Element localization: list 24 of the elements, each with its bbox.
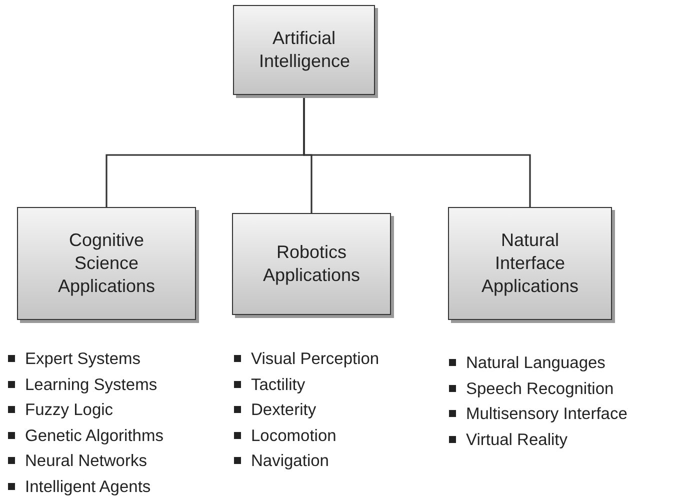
category-box (448, 207, 612, 320)
box-label: Artificial Intelligence (259, 27, 349, 73)
bullet-item: Dexterity (234, 398, 316, 424)
connector-line (303, 95, 531, 207)
bullet-item: Multisensory Interface (449, 402, 628, 428)
category-box (233, 5, 375, 95)
bullet-item: Locomotion (234, 424, 336, 449)
bullet-item: Intelligent Agents (8, 474, 151, 499)
box-label: Robotics Applications (262, 241, 362, 287)
category-box (17, 207, 196, 320)
bullet-item: Neural Networks (8, 449, 147, 474)
bullet-item: Expert Systems (8, 347, 141, 372)
bullet-item: Visual Perception (234, 347, 380, 372)
bullet-item: Genetic Algorithms (8, 424, 164, 449)
box-label: Cognitive Science Applications (56, 229, 156, 298)
box-label: Natural Interface Applications (480, 229, 580, 298)
bullet-item: Navigation (234, 449, 329, 474)
bullet-item: Virtual Reality (449, 428, 568, 453)
bullet-item: Fuzzy Logic (8, 398, 114, 424)
bullet-item: Tactility (234, 372, 306, 398)
bullet-item: Speech Recognition (449, 376, 614, 402)
bullet-item: Natural Languages (449, 351, 606, 376)
bullet-item: Learning Systems (8, 372, 158, 398)
category-box (232, 213, 391, 315)
